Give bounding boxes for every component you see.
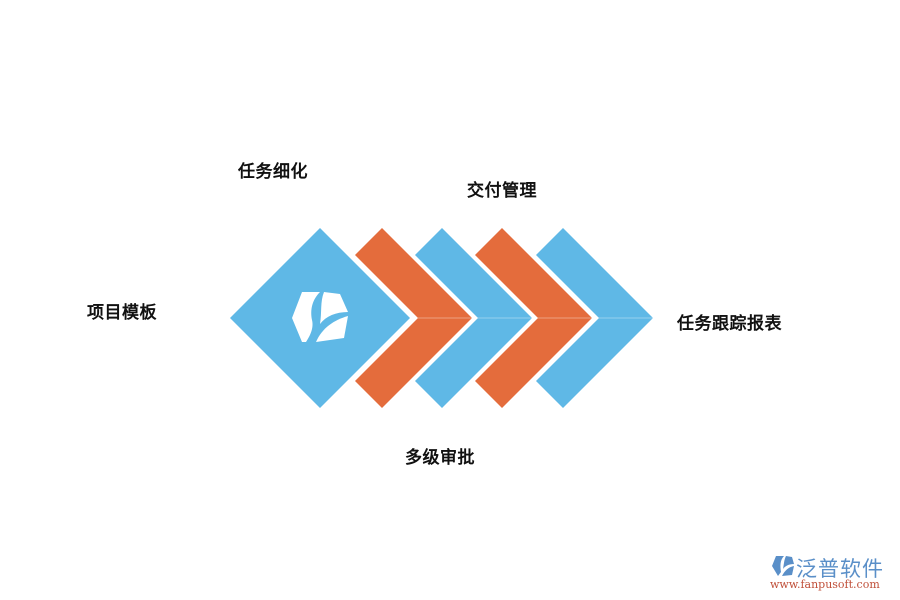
label-multi-approval: 多级审批: [405, 448, 475, 468]
step-diamond-project-template: [230, 228, 410, 408]
step-chevron-task-refine: [355, 228, 472, 408]
watermark-brand: 泛普软件: [796, 557, 884, 581]
label-delivery: 交付管理: [467, 181, 537, 201]
label-tracking-report: 任务跟踪报表: [677, 314, 782, 334]
fanpu-logo-icon: [772, 556, 794, 576]
step-chevron-multi-approval: [415, 228, 532, 408]
label-task-refine: 任务细化: [238, 162, 308, 182]
label-project-template: 项目模板: [87, 303, 157, 323]
step-chevron-tracking-report: [536, 228, 653, 408]
step-chevron-delivery: [475, 228, 592, 408]
watermark-url: www.fanpusoft.com: [770, 578, 880, 591]
fanpu-logo-icon: [292, 292, 348, 342]
watermark: 泛普软件 www.fanpusoft.com: [770, 553, 895, 595]
